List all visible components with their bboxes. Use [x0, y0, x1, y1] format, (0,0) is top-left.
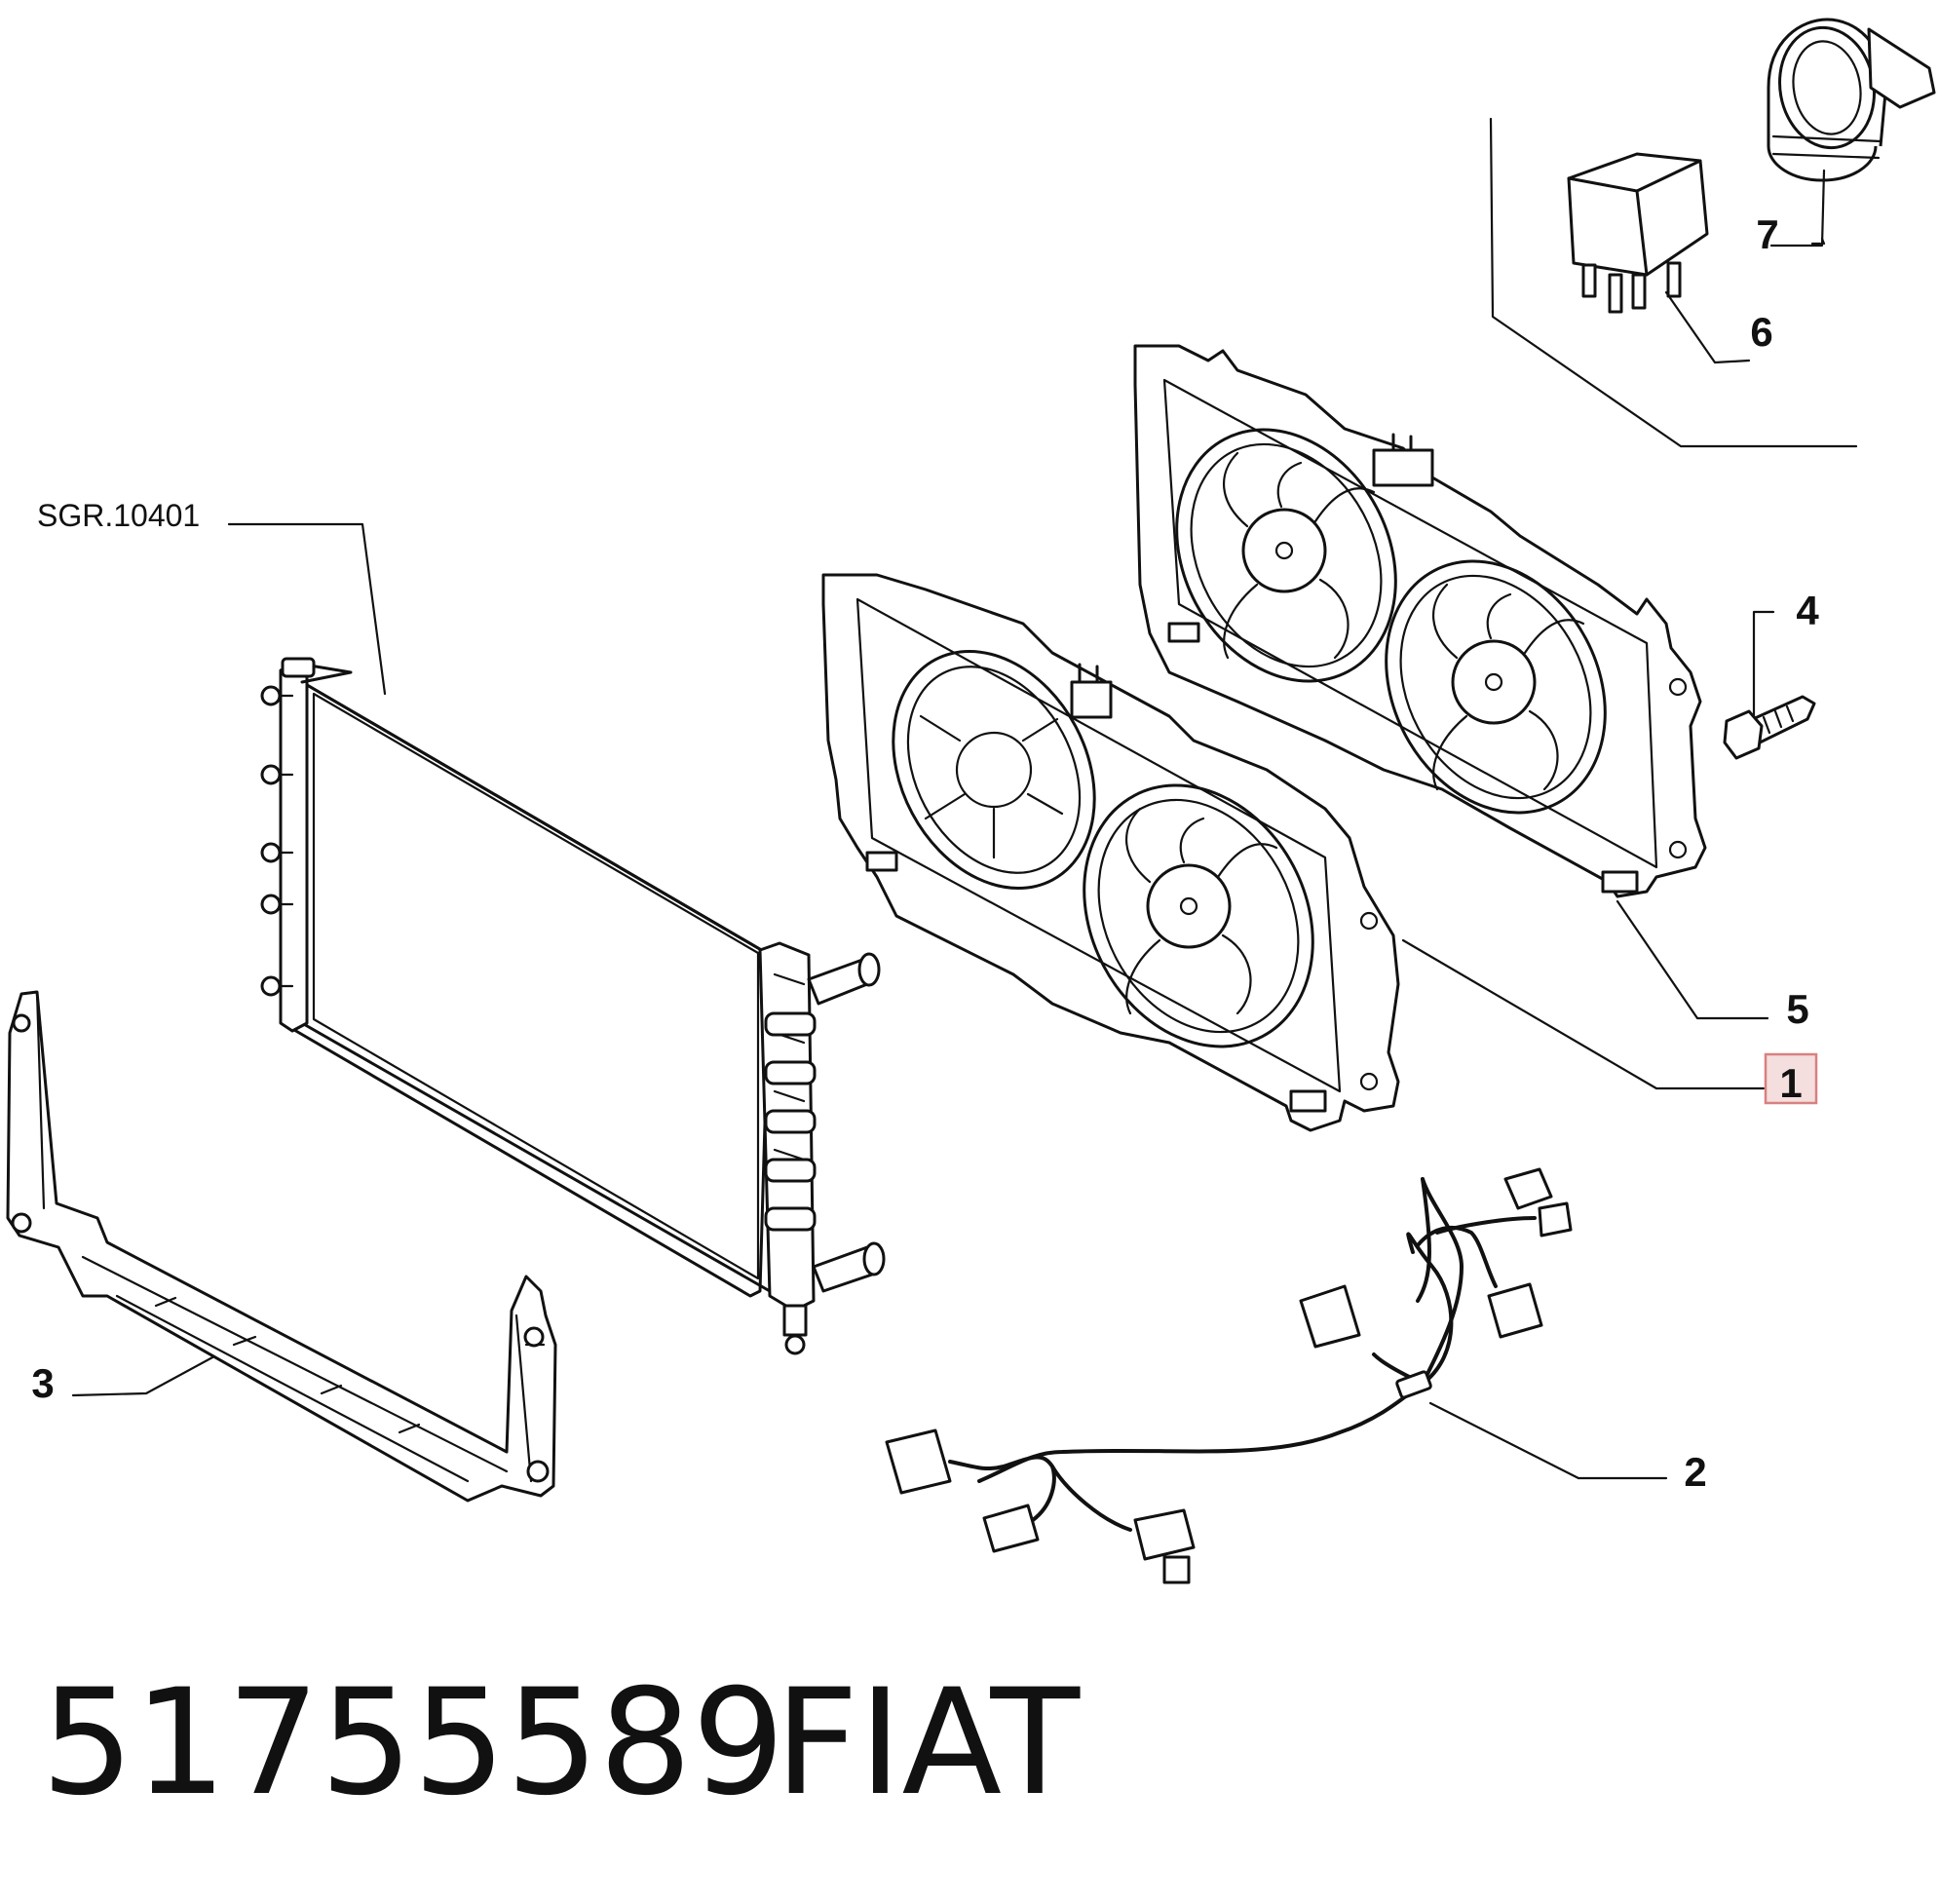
callout-4[interactable]: 4	[1796, 588, 1819, 633]
callout-1[interactable]: 1	[1779, 1060, 1802, 1106]
fan-assembly-5-illustration	[1133, 344, 1707, 898]
callout-2[interactable]: 2	[1684, 1449, 1706, 1495]
callout-6[interactable]: 6	[1750, 309, 1772, 355]
grommet-illustration	[1767, 18, 1936, 182]
callout-7[interactable]: 7	[1756, 211, 1778, 257]
brand-name: FIAT	[775, 1658, 1081, 1828]
fan-assembly-1-illustration	[821, 573, 1400, 1132]
callout-5[interactable]: 5	[1786, 986, 1808, 1032]
screw-illustration	[1723, 695, 1816, 760]
cross-member-illustration	[6, 990, 557, 1503]
leader-lines	[71, 117, 1858, 1480]
wiring-harness-illustration	[885, 1167, 1573, 1584]
radiator-illustration	[260, 657, 886, 1355]
callout-3[interactable]: 3	[31, 1360, 54, 1406]
part-number: 51755589	[41, 1658, 784, 1828]
callout-1-highlight-box	[1764, 1052, 1818, 1105]
reference-code-label[interactable]: SGR.10401	[37, 498, 200, 533]
relay-illustration	[1567, 152, 1709, 314]
